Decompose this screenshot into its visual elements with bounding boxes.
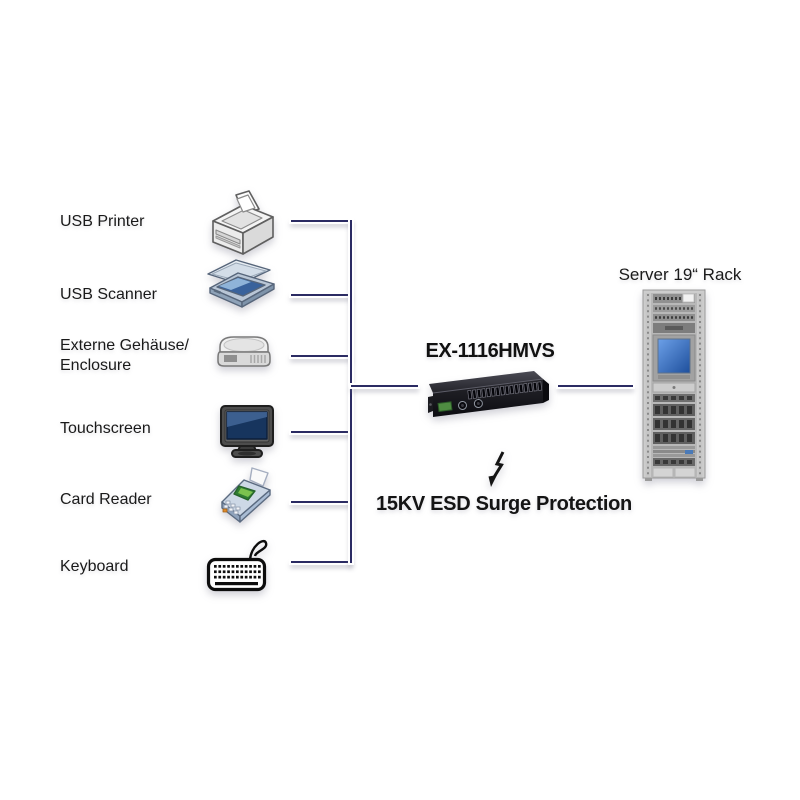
- usb-printer-label: USB Printer: [60, 213, 145, 230]
- keyboard-icon: [206, 534, 270, 599]
- connector-line-to-hub: [351, 385, 418, 387]
- card-reader-icon: [210, 466, 280, 531]
- connector-line-scanner: [291, 294, 351, 296]
- connector-line-card-reader: [291, 501, 351, 503]
- drive-enclosure-icon: [212, 332, 276, 381]
- scanner-icon: [206, 258, 278, 313]
- keyboard-label: Keyboard: [60, 558, 129, 575]
- connector-line-to-rack: [558, 385, 633, 387]
- connector-line-printer: [291, 220, 351, 222]
- printer-icon: [203, 188, 283, 267]
- connector-line-touchscreen: [291, 431, 351, 433]
- touchscreen-label: Touchscreen: [60, 420, 151, 437]
- hub-model-label: EX-1116HMVS: [425, 340, 555, 362]
- connector-line-enclosure: [291, 355, 351, 357]
- usb-hub-device-image: [428, 366, 556, 431]
- lightning-bolt-icon: [487, 451, 511, 494]
- server-rack-label: Server 19“ Rack: [618, 265, 742, 284]
- esd-protection-label: 15KV ESD Surge Protection: [376, 493, 632, 515]
- usb-scanner-label: USB Scanner: [60, 286, 157, 303]
- connector-bus-line: [350, 220, 352, 563]
- connector-line-keyboard: [291, 561, 351, 563]
- enclosure-label: Externe Gehäuse/ Enclosure: [60, 337, 189, 374]
- card-reader-label: Card Reader: [60, 491, 152, 508]
- touchscreen-icon: [216, 404, 278, 463]
- server-rack-image: [641, 288, 707, 487]
